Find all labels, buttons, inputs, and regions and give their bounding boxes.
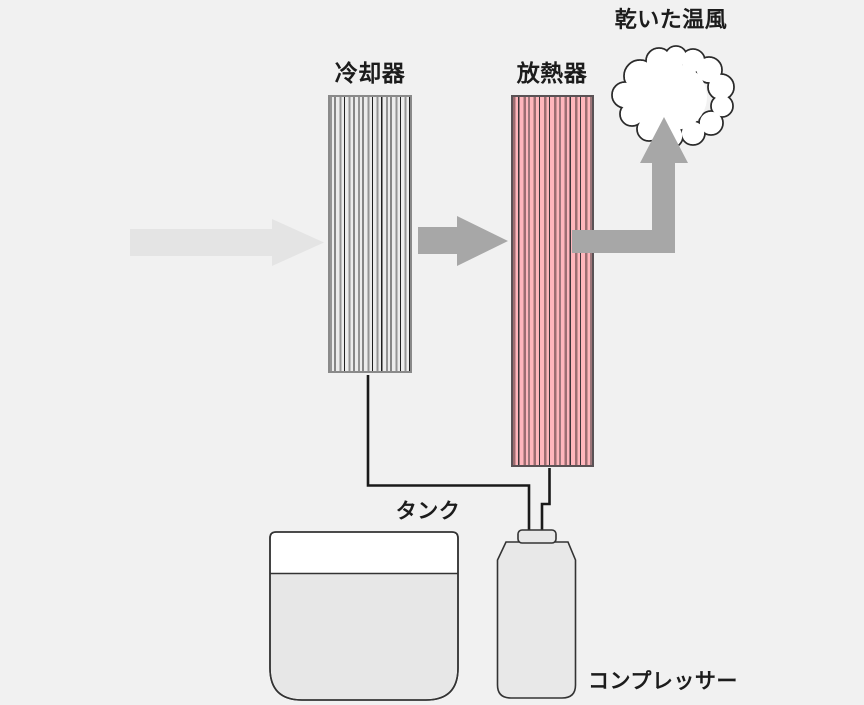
radiator-label: 放熱器	[516, 60, 588, 86]
cooler-label: 冷却器	[334, 60, 406, 86]
cooler-coil	[328, 95, 412, 373]
exhaust-air-arrow	[572, 117, 688, 253]
steam-cloud	[611, 45, 735, 149]
compressor-cap	[517, 529, 557, 544]
tank-label: タンク	[395, 500, 461, 523]
radiator-refrigerant-pipe	[540, 468, 551, 532]
cooled-air-arrow	[418, 216, 508, 266]
radiator-coil	[511, 95, 594, 467]
tank-water	[271, 574, 457, 699]
compressor-label: コンプレッサー	[588, 670, 738, 693]
compressor-shape	[496, 529, 577, 699]
dry-air-label: 乾いた温風	[614, 7, 728, 32]
intake-air-arrow	[130, 219, 324, 266]
tank-outline	[269, 531, 459, 701]
cooler-drain-pipe	[366, 375, 531, 532]
tank-shape	[269, 531, 459, 701]
compressor-body	[496, 541, 577, 699]
